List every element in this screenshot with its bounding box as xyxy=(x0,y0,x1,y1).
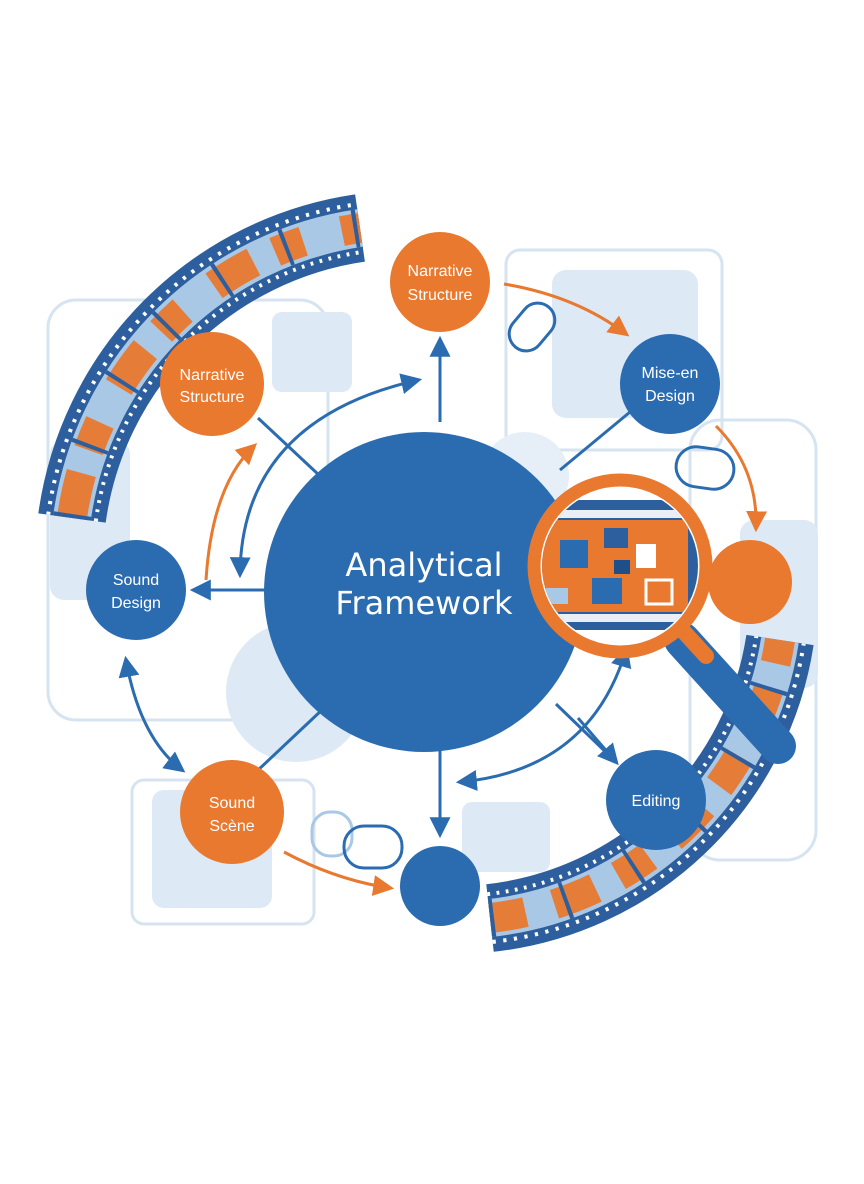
film-strip-icon xyxy=(38,194,366,523)
node-sound-design: Sound Design xyxy=(86,540,186,640)
svg-text:Design: Design xyxy=(111,595,161,612)
svg-text:Sound: Sound xyxy=(209,795,255,812)
node-blue-bottom xyxy=(400,846,480,926)
node-mise-en-design: Mise-en Design xyxy=(620,334,720,434)
svg-text:Narrative: Narrative xyxy=(180,367,245,384)
svg-text:Editing: Editing xyxy=(632,793,681,810)
svg-text:Mise-en: Mise-en xyxy=(642,365,699,382)
node-orange-right xyxy=(708,540,792,624)
chain-link-icon xyxy=(310,301,736,870)
magnifying-glass-icon xyxy=(527,473,796,764)
center-title-line1: Analytical xyxy=(345,546,502,584)
node-narrative-structure-top: Narrative Structure xyxy=(390,232,490,332)
node-narrative-structure-left: Narrative Structure xyxy=(160,332,264,436)
node-editing: Editing xyxy=(606,750,706,850)
svg-text:Structure: Structure xyxy=(408,287,473,304)
flow-arrows xyxy=(118,282,768,896)
svg-text:Design: Design xyxy=(645,388,695,405)
node-sound-scene: Sound Scène xyxy=(180,760,284,864)
center-title-line2: Framework xyxy=(335,584,513,622)
svg-text:Structure: Structure xyxy=(180,389,245,406)
central-node: Analytical Framework xyxy=(264,432,584,752)
svg-text:Sound: Sound xyxy=(113,572,159,589)
svg-text:Scène: Scène xyxy=(209,818,254,835)
svg-text:Narrative: Narrative xyxy=(408,263,473,280)
